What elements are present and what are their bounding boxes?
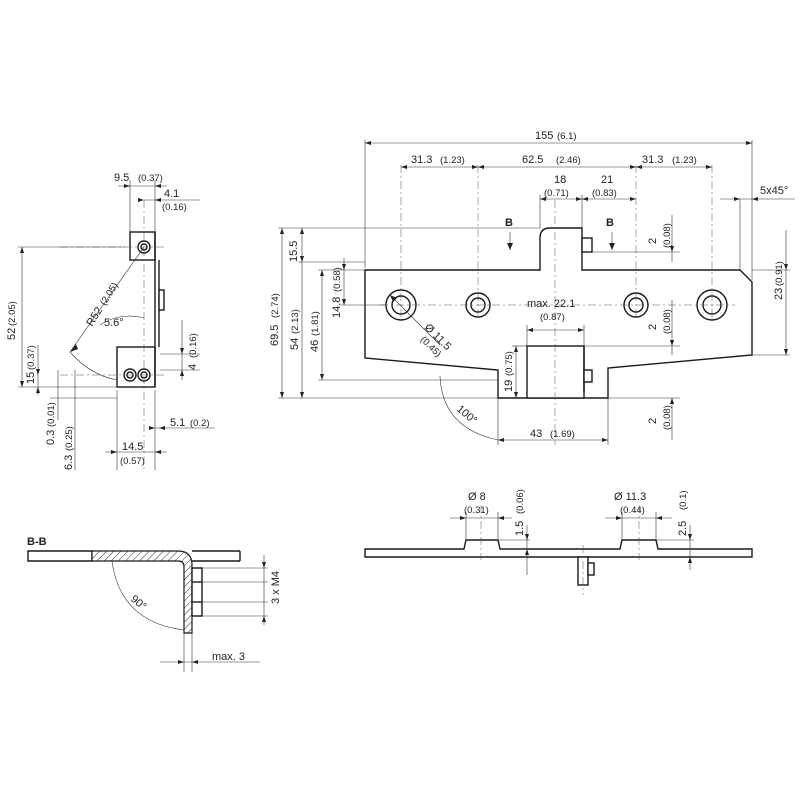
front-top-tab: [581, 237, 593, 253]
dim-s1-in: (1.23): [440, 155, 465, 166]
dim-radius-in: (2.05): [98, 281, 120, 308]
dim-v2: 14.8: [331, 297, 343, 318]
section-view: B-B 90° 3 x M4 max. 3: [27, 536, 282, 672]
dim-slot-w-in: (0.87): [540, 312, 565, 323]
section-marker-left: B: [505, 217, 513, 229]
side-view: 9.5 (0.37) 4.1 (0.16) 52 (2.05) R52 (2.0…: [6, 172, 215, 470]
dim-v2-in: (0.58): [332, 267, 343, 292]
dim-t1-in: (0.06): [515, 489, 526, 514]
dim-v4-in: (2.13): [290, 309, 301, 334]
dim-s2: 62.5: [522, 154, 543, 166]
dim-h4: 6.3: [63, 455, 75, 470]
dim-r3-in: (0.08): [662, 309, 673, 334]
dim-chamfer: 5x45°: [760, 185, 788, 197]
dim-b1: 18: [554, 174, 566, 186]
dim-angle: 5.6°: [104, 317, 124, 329]
dim-h-total-in: (2.05): [7, 301, 18, 326]
dim-total: 155: [535, 130, 553, 142]
dim-b2-in: (0.83): [592, 188, 617, 199]
dim-w4-in: (0.57): [120, 456, 145, 467]
dim-d2: Ø 11.3: [614, 491, 646, 503]
dim-r1-in: (0.08): [662, 223, 673, 248]
dim-w1-in: (0.37): [138, 173, 163, 184]
top-plate: [364, 539, 753, 558]
section-thread-block: [191, 567, 203, 617]
dim-b2: 21: [601, 174, 613, 186]
dim-v5: 46: [309, 340, 321, 352]
dim-slot-h: 19: [503, 380, 515, 392]
dim-h2-in: (0.16): [188, 333, 199, 358]
dim-bottom-in: (1.69): [550, 429, 575, 440]
dim-w1: 9.5: [114, 172, 129, 184]
side-upper-block: [129, 231, 156, 261]
dim-v3: 69.5: [269, 325, 281, 346]
dim-v5-in: (1.81): [310, 311, 321, 336]
dim-w3: 5.1: [170, 417, 185, 429]
dim-thickness: max. 3: [212, 651, 245, 663]
dim-d1-in: (0.31): [464, 505, 489, 516]
dim-t1: 1.5: [514, 521, 526, 536]
dim-h3: 0.3: [45, 430, 57, 445]
section-marker-right: B: [606, 217, 614, 229]
dim-r4: 2: [647, 418, 659, 424]
dim-t2: 2.5: [677, 521, 689, 536]
dim-w2: 4.1: [164, 188, 179, 200]
dim-w3-in: (0.2): [190, 418, 210, 429]
dim-section-angle: 90°: [128, 593, 148, 613]
dim-r2: 23: [773, 288, 785, 300]
dim-slot-h-in: (0.75): [504, 351, 515, 376]
dim-v3-in: (2.74): [270, 293, 281, 318]
radius-line: [69, 246, 145, 353]
dim-v1: 15.5: [288, 241, 300, 262]
side-lower-block: [116, 346, 156, 388]
dim-t2-in: (0.1): [678, 490, 689, 510]
dim-h1-in: (0.37): [26, 345, 37, 370]
dim-b1-in: (0.71): [544, 188, 569, 199]
front-slot-block: [526, 345, 585, 399]
dim-s1: 31.3: [411, 154, 432, 166]
dim-r2-in: (0.91): [774, 261, 785, 286]
section-hatch: [91, 550, 193, 634]
dim-d2-in: (0.44): [620, 505, 645, 516]
dim-thread: 3 x M4: [270, 571, 282, 604]
section-title: B-B: [27, 536, 47, 548]
dim-h-total: 52: [6, 328, 18, 340]
dim-s2-in: (2.46): [556, 155, 581, 166]
dim-r3: 2: [647, 324, 659, 330]
dim-front-angle: 100°: [454, 403, 479, 427]
side-tab: [158, 289, 165, 311]
dim-radius: R52: [84, 305, 105, 328]
dim-r4-in: (0.08): [662, 405, 673, 430]
dim-h2: 4: [187, 364, 199, 370]
front-plate-outline: [364, 227, 753, 399]
dim-total-in: (6.1): [557, 131, 577, 142]
dim-h3-in: (0.01): [46, 402, 57, 427]
dim-s3-in: (1.23): [672, 155, 697, 166]
dim-d1: Ø 8: [468, 491, 486, 503]
top-stem-tab: [587, 562, 595, 576]
front-view: B B: [269, 130, 795, 445]
dim-v4: 54: [289, 338, 301, 350]
dim-w2-in: (0.16): [162, 202, 187, 213]
dim-slot-w: max. 22.1: [527, 298, 575, 310]
dim-h1: 15: [25, 372, 37, 384]
top-view: Ø 8 (0.31) 1.5 (0.06) Ø 11.3 (0.44) 2.5 …: [364, 489, 753, 595]
dim-w4: 14.5: [122, 441, 143, 453]
dim-r1: 2: [647, 238, 659, 244]
dim-bottom: 43: [530, 428, 542, 440]
dim-s3: 31.3: [642, 154, 663, 166]
front-side-tab: [583, 369, 593, 383]
dim-h4-in: (0.25): [64, 426, 75, 451]
